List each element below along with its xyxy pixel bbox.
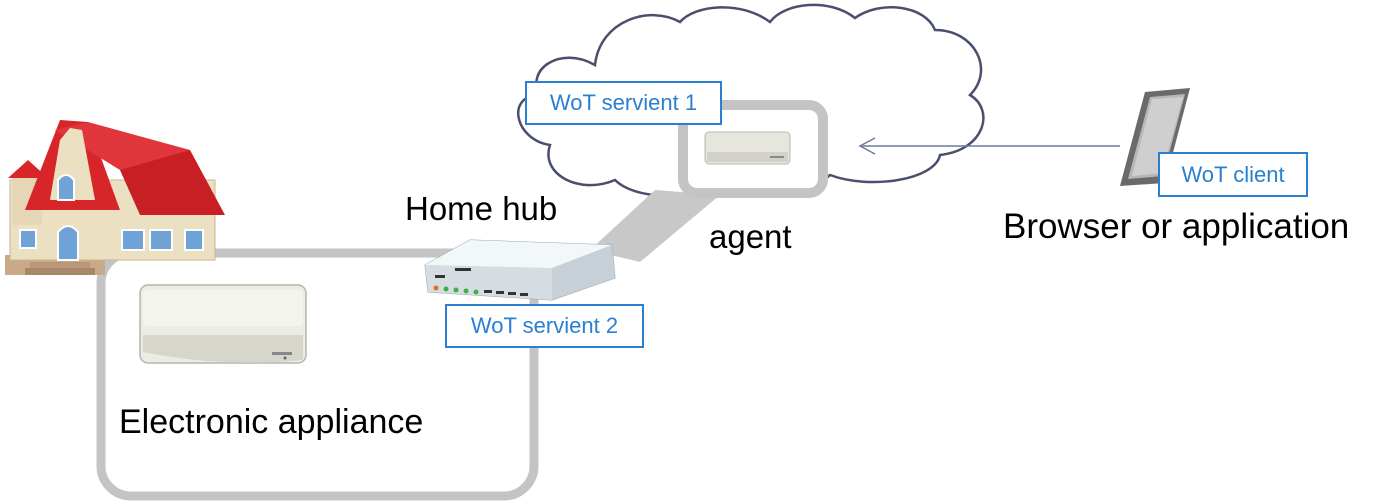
phone-icon [1120,88,1190,186]
browser-label: Browser or application [1003,207,1350,246]
agent-aircon-icon [704,131,791,165]
wot-servient-1-box: WoT servient 1 [525,81,722,125]
house-icon [5,120,225,275]
request-arrow [858,137,1120,155]
aircon-icon [139,284,307,364]
appliance-label: Electronic appliance [119,403,424,441]
wot-servient-2-box: WoT servient 2 [445,304,644,348]
home-hub-label: Home hub [405,190,558,227]
wot-client-box: WoT client [1158,152,1308,197]
hub-agent-link [590,190,720,262]
agent-label: agent [709,218,792,255]
home-hub-router-icon [424,239,616,301]
